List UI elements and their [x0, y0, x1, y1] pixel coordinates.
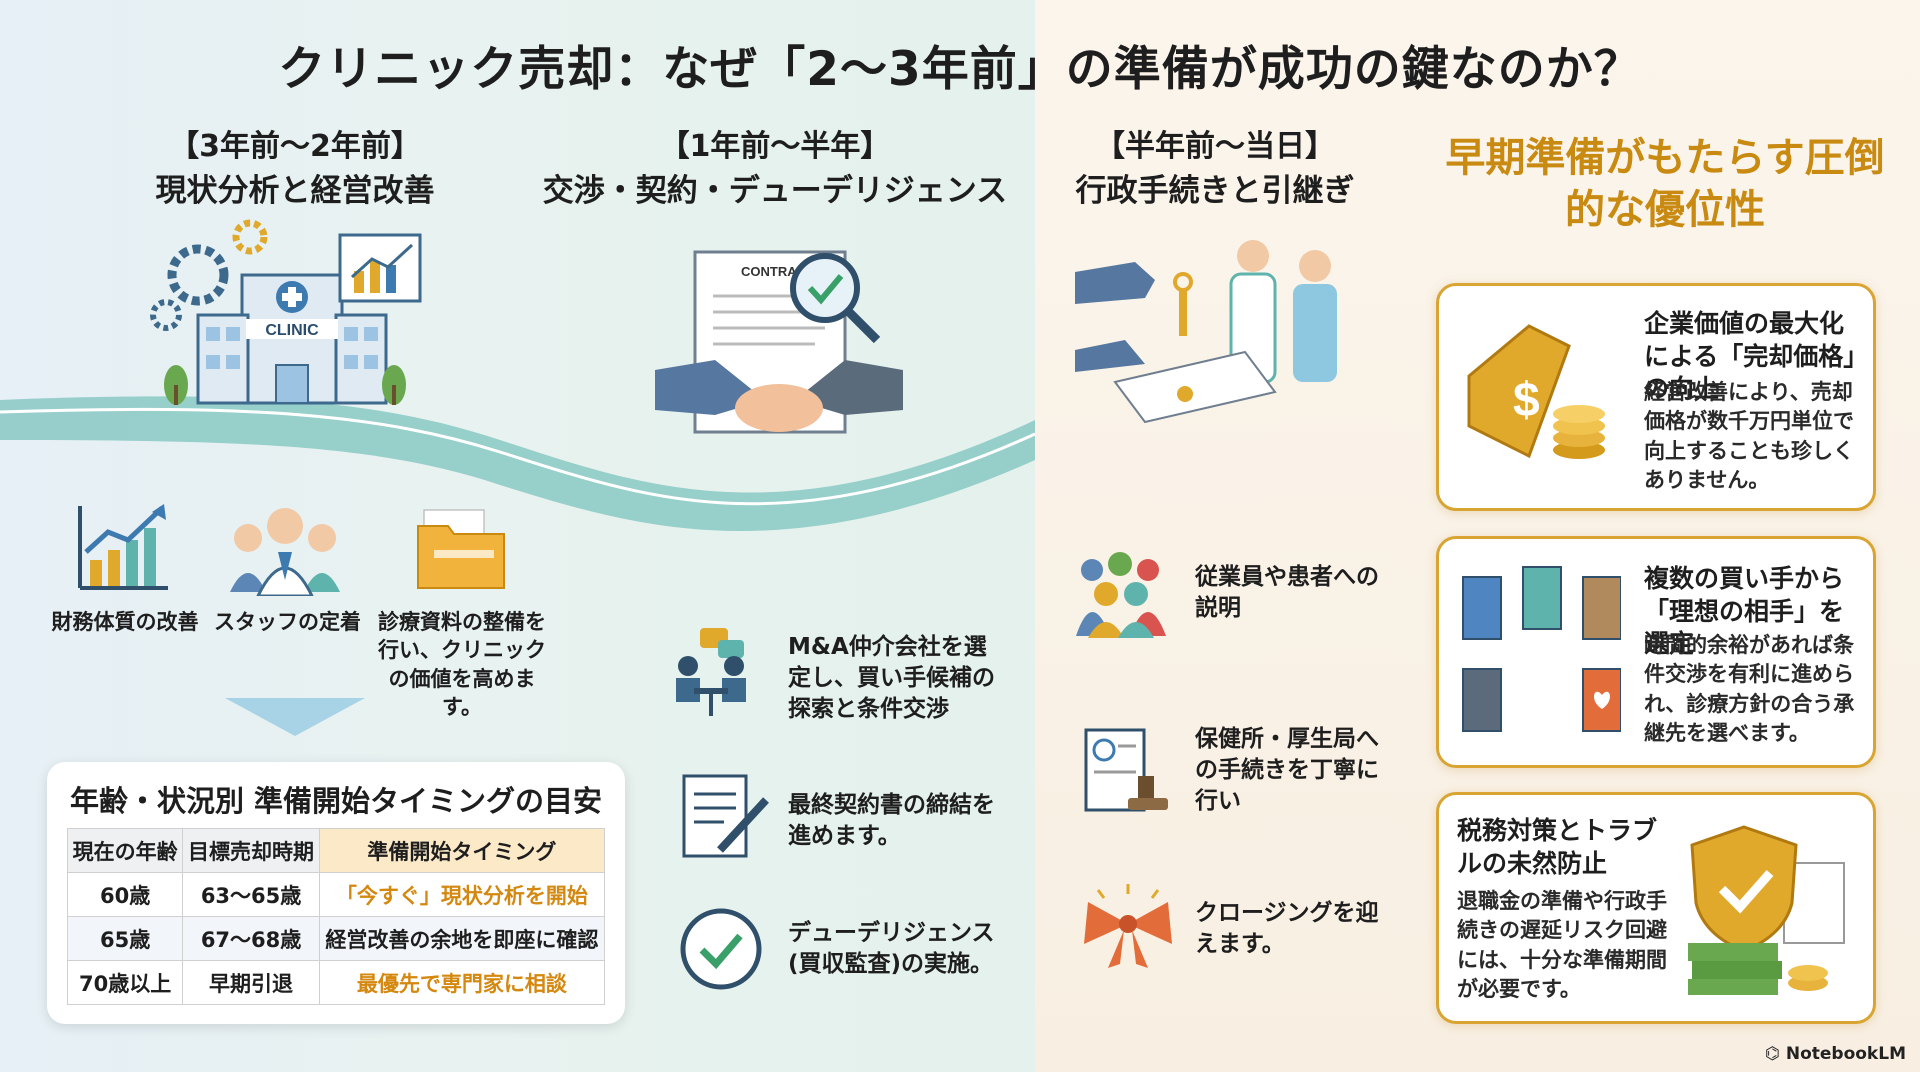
advantage-tax-title: 税務対策とトラブルの未然防止: [1457, 816, 1658, 878]
advantage-buyer-desc: 時間的余裕があれば条件交渉を有利に進められ、診療方針の合う承継先を選べます。: [1644, 633, 1855, 746]
phase3-name: 行政手続きと引継ぎ: [1075, 172, 1355, 209]
timeline-wave: [0, 396, 1036, 531]
phase3-item-closing: クロージングを迎えます。: [1195, 900, 1379, 958]
table-cell: 最優先で専門家に相談: [318, 960, 606, 1005]
handover-keys-icon: [1075, 240, 1337, 424]
phase1-period: 【3年前〜2年前】: [169, 129, 421, 164]
table-cell: 経営改善の余地を即座に確認: [318, 916, 606, 961]
table-cell: 早期引退: [182, 960, 320, 1005]
clinic-building-icon: CLINIC: [150, 219, 422, 405]
table-cell: 63〜65歳: [182, 872, 320, 917]
timing-table-card: 年齢・状況別 準備開始タイミングの目安 現在の年齢 目標売却時期 準備開始タイミ…: [47, 762, 625, 1024]
advantage-price-title: 企業価値の最大化による「完却価格」の向上: [1644, 309, 1856, 403]
advantage-buyer-title: 複数の買い手から「理想の相手」を選定: [1644, 564, 1845, 658]
contract-word: CONTRA: [741, 264, 797, 279]
phase3-header: 【半年前〜当日】 行政手続きと引継ぎ: [1045, 125, 1385, 213]
folder-icon: [417, 509, 505, 589]
table-cell: 60歳: [66, 872, 184, 917]
svg-text:$: $: [1513, 374, 1540, 427]
brand-icon: ⌬: [1765, 1044, 1780, 1064]
page-title: クリニック売却：なぜ「2〜3年前」の準備が成功の鍵なのか？: [278, 42, 1642, 97]
table-cell: 67〜68歳: [182, 916, 320, 961]
table-cell: 「今すぐ」現状分析を開始: [318, 872, 606, 917]
timing-table: 現在の年齢 目標売却時期 準備開始タイミング 60歳 63〜65歳 「今すぐ」現…: [66, 828, 606, 1005]
price-tag-coins-icon: $: [1467, 324, 1605, 459]
timing-table-title: 年齢・状況別 準備開始タイミングの目安: [69, 784, 603, 818]
phase1-item-finance: 財務体質の改善: [51, 610, 199, 634]
phase2-name: 交渉・契約・デューデリジェンス: [542, 172, 1008, 209]
contract-sign-icon: [682, 774, 769, 858]
phase1-header: 【3年前〜2年前】 現状分析と経営改善: [95, 125, 495, 213]
col-age: 現在の年齢: [66, 828, 184, 873]
phase3-period: 【半年前〜当日】: [1095, 129, 1335, 164]
brand-label: NotebookLM: [1785, 1044, 1906, 1064]
ribbon-icon: [1084, 884, 1172, 968]
phase2-period: 【1年前〜半年】: [659, 129, 891, 164]
bar-chart-icon: [78, 504, 168, 590]
meeting-icon: [676, 628, 746, 716]
advantage-tax-desc: 退職金の準備や行政手続きの遅延リスク回避には、十分な準備期間が必要です。: [1457, 889, 1667, 1002]
col-target: 目標売却時期: [182, 828, 320, 873]
phase3-item-procedures: 保健所・厚生局への手続きを丁寧に行い: [1195, 726, 1379, 815]
advantage-card-tax: 税務対策とトラブルの未然防止 退職金の準備や行政手続きの遅延リスク回避には、十分…: [1436, 792, 1876, 1024]
table-row: 60歳 63〜65歳 「今すぐ」現状分析を開始: [66, 872, 606, 917]
notebooklm-brand: ⌬ NotebookLM: [1765, 1044, 1906, 1064]
phase1-item-staff: スタッフの定着: [214, 610, 361, 634]
table-row: 70歳以上 早期引退 最優先で専門家に相談: [66, 960, 606, 1005]
phase2-item-final-contract: 最終契約書の締結を進めます。: [788, 792, 995, 850]
document-stamp-icon: [1084, 728, 1168, 812]
doors-icon: [1462, 566, 1621, 732]
advantage-card-buyer: 複数の買い手から「理想の相手」を選定 時間的余裕があれば条件交渉を有利に進められ…: [1436, 536, 1876, 768]
table-cell: 70歳以上: [66, 960, 184, 1005]
contract-handshake-icon: CONTRA: [655, 250, 903, 434]
clinic-sign: CLINIC: [265, 322, 319, 339]
phase1-item-records: 診療資料の整備を行い、クリニックの価値を高めます。: [378, 610, 546, 720]
advantage-card-price: $ 企業価値の最大化による「完却価格」の向上 経営改善により、売却価格が数千万円…: [1436, 283, 1876, 511]
advantages-heading: 早期準備がもたらす圧倒的な優位性: [1445, 135, 1885, 233]
advantage-price-desc: 経営改善により、売却価格が数千万円単位で向上することも珍しくありません。: [1644, 380, 1854, 493]
phase1-name: 現状分析と経営改善: [155, 172, 435, 209]
check-clock-icon: [680, 908, 762, 990]
phase2-item-due-diligence: デューデリジェンス(買収監査)の実施。: [788, 920, 995, 978]
down-arrow-icon: [225, 698, 365, 736]
staff-icon: [230, 508, 340, 596]
table-cell: 65歳: [66, 916, 184, 961]
people-group-icon: [1076, 552, 1166, 638]
phase2-header: 【1年前〜半年】 交渉・契約・デューデリジェンス: [540, 125, 1010, 213]
col-start: 準備開始タイミング: [318, 828, 606, 873]
table-header-row: 現在の年齢 目標売却時期 準備開始タイミング: [66, 828, 606, 873]
phase3-item-explain: 従業員や患者への説明: [1195, 564, 1379, 622]
phase2-item-broker: M&A仲介会社を選定し、買い手候補の探索と条件交渉: [788, 634, 995, 723]
shield-money-icon: [1688, 825, 1845, 995]
table-row: 65歳 67〜68歳 経営改善の余地を即座に確認: [66, 916, 606, 961]
